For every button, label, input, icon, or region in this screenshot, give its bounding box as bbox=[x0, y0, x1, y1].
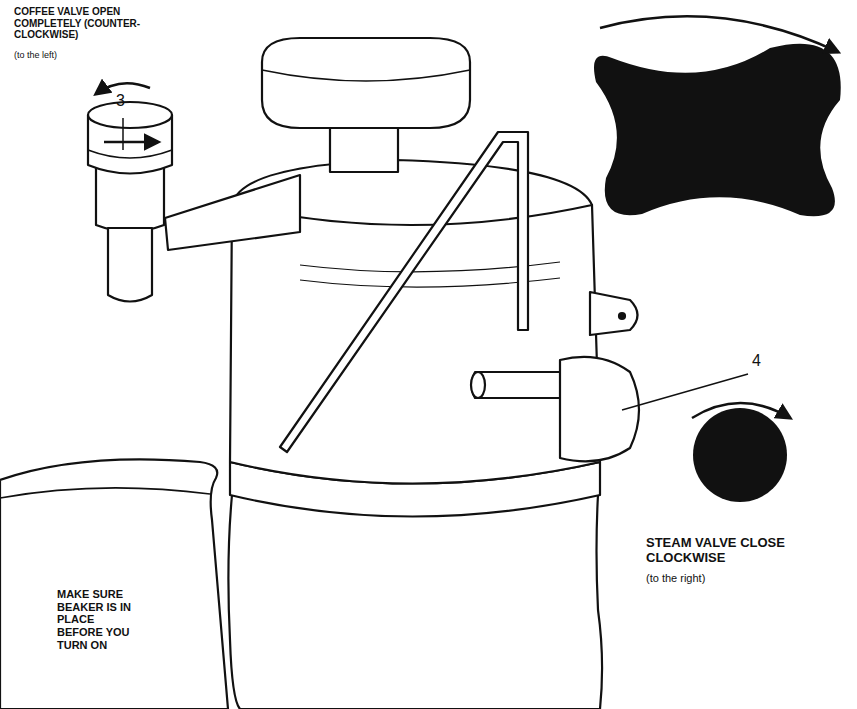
instruction-note: STEAM VALVE CLOSE CLOCKWISE bbox=[646, 536, 821, 566]
instruction-note: MAKE SURE BEAKER IS IN PLACE BEFORE YOU … bbox=[57, 588, 133, 651]
direction-note: (to the right) bbox=[646, 572, 821, 585]
callout-number: 3 bbox=[116, 92, 136, 110]
instruction-note: COFFEE VALVE OPEN COMPLETELY (COUNTER-CL… bbox=[14, 6, 164, 41]
direction-note: (to the left) bbox=[14, 50, 164, 60]
callout-number: 4 bbox=[752, 352, 772, 370]
